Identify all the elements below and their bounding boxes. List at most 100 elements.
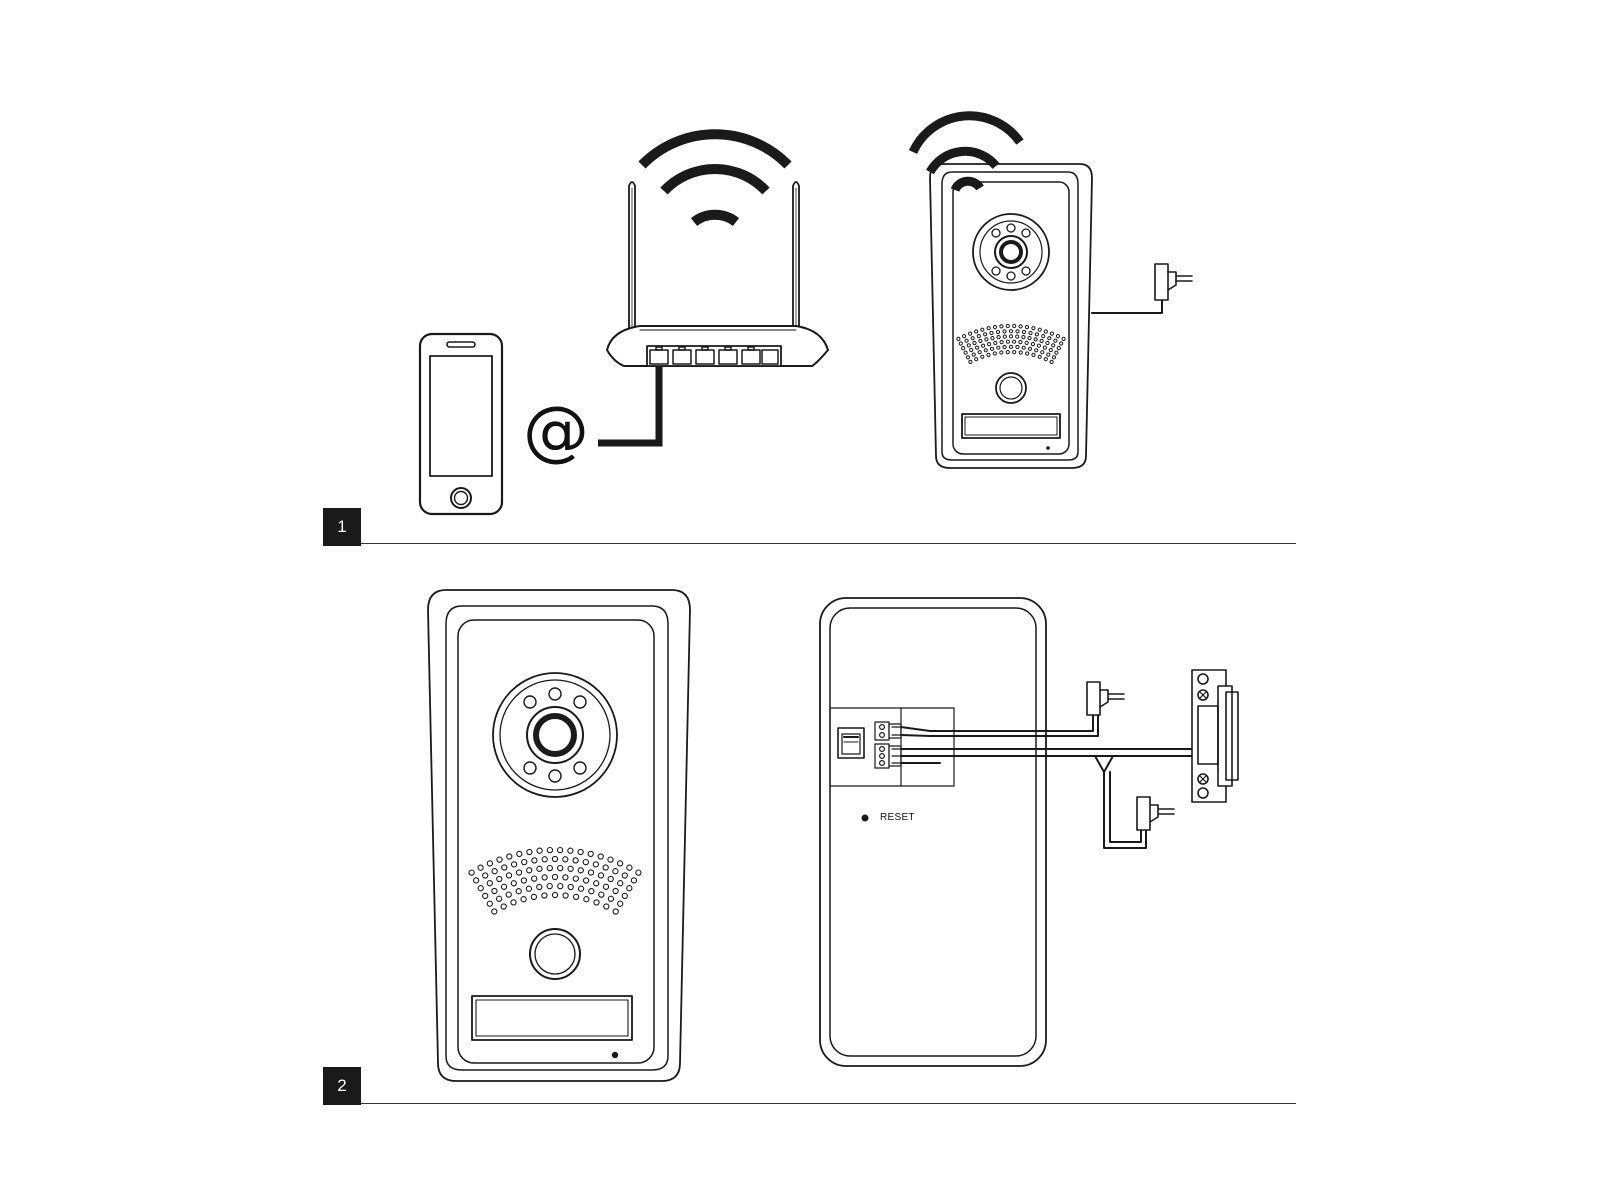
speaker-hole (567, 883, 574, 891)
speaker-hole (612, 908, 619, 915)
speaker-hole (496, 856, 503, 863)
speaker-hole (958, 341, 963, 346)
speaker-hole (1027, 336, 1032, 341)
speaker-hole (1034, 332, 1040, 337)
speaker-hole (520, 877, 528, 884)
speaker-hole (1039, 338, 1044, 344)
step-badge-2: 2 (323, 1067, 361, 1105)
speaker-hole (567, 847, 574, 854)
speaker-hole (486, 880, 493, 887)
speaker-hole (607, 895, 615, 902)
speaker-hole (1048, 347, 1053, 353)
speaker-hole (990, 336, 995, 341)
speaker-hole (603, 903, 610, 910)
speaker-hole (1030, 342, 1036, 347)
speaker-hole (984, 337, 989, 342)
speaker-hole (987, 342, 992, 347)
speaker-hole (974, 357, 979, 362)
speaker-hole (1024, 340, 1029, 345)
speaker-hole (978, 338, 983, 344)
speaker-hole (970, 336, 975, 341)
speaker-hole (1012, 350, 1017, 355)
speaker-hole (1015, 344, 1020, 350)
speaker-hole (1028, 330, 1033, 336)
speaker-hole (974, 329, 979, 334)
speaker-hole (1049, 331, 1055, 336)
speaker-hole (1031, 326, 1036, 331)
speaker-hole (1037, 327, 1042, 332)
speaker-hole (515, 888, 522, 895)
doorbell-wifi-signal-icon (908, 111, 1024, 193)
speaker-hole (577, 885, 585, 892)
speaker-hole (1061, 336, 1066, 341)
speaker-hole (1015, 334, 1020, 339)
speaker-hole (520, 896, 527, 903)
speaker-hole (964, 338, 969, 343)
speaker-hole (1056, 346, 1061, 351)
step-badge-1: 1 (323, 508, 361, 546)
speaker-hole (505, 891, 512, 898)
speaker-hole (1018, 324, 1023, 329)
speaker-hole (976, 334, 981, 339)
speaker-hole (966, 343, 971, 348)
speaker-hole (983, 348, 988, 353)
speaker-hole (992, 325, 998, 330)
speaker-hole (986, 352, 991, 357)
speaker-hole (961, 346, 966, 351)
speaker-hole (996, 335, 1001, 340)
speaker-hole (999, 340, 1004, 345)
speaker-hole (516, 850, 523, 858)
speaker-hole (521, 858, 528, 866)
speaker-hole (510, 880, 517, 887)
speaker-hole (980, 354, 985, 359)
smartphone-icon (418, 332, 504, 516)
speaker-hole (598, 891, 605, 898)
speaker-hole (536, 883, 543, 891)
speaker-hole (1034, 348, 1039, 353)
speaker-hole (1002, 344, 1007, 350)
doorbell-back-view (819, 597, 1047, 1067)
speaker-hole (510, 899, 517, 906)
speaker-hole (546, 864, 553, 872)
speaker-hole (1055, 334, 1061, 339)
speaker-hole (1049, 359, 1054, 364)
doorbell-front-view (427, 589, 691, 1082)
speaker-hole (1045, 340, 1050, 346)
speaker-hole (541, 856, 548, 863)
wiring (900, 714, 1193, 849)
speaker-hole (602, 864, 609, 871)
speaker-hole (626, 885, 633, 892)
speaker-hole (989, 330, 994, 336)
speaker-hole (1021, 329, 1027, 335)
speaker-hole (621, 872, 628, 879)
speaker-hole (968, 359, 973, 364)
speaker-hole (577, 867, 584, 874)
speaker-hole (551, 891, 559, 899)
speaker-hole (616, 860, 624, 867)
doorbell-camera-icon (929, 163, 1093, 469)
speaker-hole (962, 334, 967, 339)
speaker-hole (530, 893, 538, 901)
speaker-hole (992, 351, 997, 356)
speaker-hole (1041, 334, 1046, 339)
speaker-hole (1012, 323, 1017, 329)
speaker-hole (975, 345, 980, 350)
speaker-hole (602, 883, 610, 890)
speaker-hole (1043, 357, 1048, 362)
speaker-hole (635, 869, 642, 876)
speaker-hole (551, 855, 559, 863)
speaker-hole (500, 903, 507, 910)
speaker-hole (993, 340, 998, 345)
speaker-hole (505, 872, 513, 879)
speaker-hole (1008, 334, 1014, 339)
speaker-hole (486, 900, 493, 907)
electric-door-strike-icon (1191, 669, 1239, 803)
speaker-hole (1015, 329, 1020, 334)
speaker-grille (468, 846, 642, 915)
speaker-hole (1043, 329, 1048, 334)
speaker-hole (582, 877, 590, 884)
speaker-hole (541, 892, 548, 899)
speaker-hole (551, 873, 559, 881)
speaker-hole (567, 865, 574, 872)
